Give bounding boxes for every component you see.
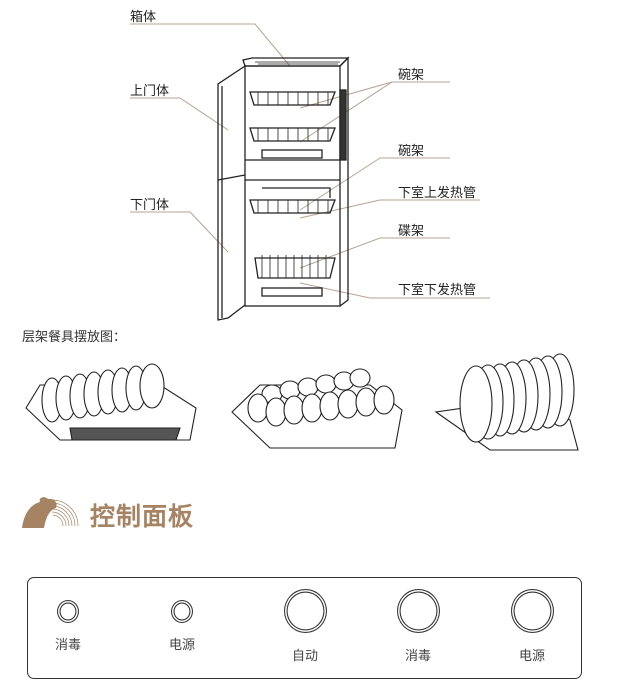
label-cabinet: 箱体 bbox=[130, 10, 157, 25]
label-lower-door: 下门体 bbox=[130, 198, 170, 213]
label-upper-door: 上门体 bbox=[130, 84, 170, 99]
disinfect-button-label: 消毒 bbox=[404, 649, 432, 664]
power-button[interactable] bbox=[511, 589, 554, 633]
label-bowl-rack-1: 碗架 bbox=[398, 68, 425, 83]
indicator-power-label: 电源 bbox=[168, 638, 196, 653]
rack-illustration-cups bbox=[231, 368, 403, 449]
indicator-power bbox=[171, 600, 193, 623]
cabinet-illustration bbox=[217, 56, 350, 321]
rack-illustration-bowls bbox=[25, 363, 197, 441]
indicator-disinfect-label: 消毒 bbox=[54, 638, 82, 653]
auto-button[interactable] bbox=[284, 589, 327, 633]
label-lower-upper-heater: 下室上发热管 bbox=[398, 186, 477, 201]
rack-caption: 层架餐具摆放图： bbox=[22, 330, 127, 345]
rack-illustration-plates bbox=[434, 353, 579, 451]
brand-icon bbox=[22, 497, 79, 528]
indicator-disinfect bbox=[57, 600, 79, 623]
label-dish-rack: 碟架 bbox=[398, 224, 425, 239]
auto-button-label: 自动 bbox=[291, 649, 319, 664]
label-lower-lower-heater: 下室下发热管 bbox=[398, 283, 477, 298]
section-title: 控制面板 bbox=[90, 502, 195, 531]
label-bowl-rack-2: 碗架 bbox=[398, 144, 425, 159]
disinfect-button[interactable] bbox=[397, 589, 440, 633]
power-button-label: 电源 bbox=[518, 649, 546, 664]
control-panel bbox=[27, 577, 582, 679]
